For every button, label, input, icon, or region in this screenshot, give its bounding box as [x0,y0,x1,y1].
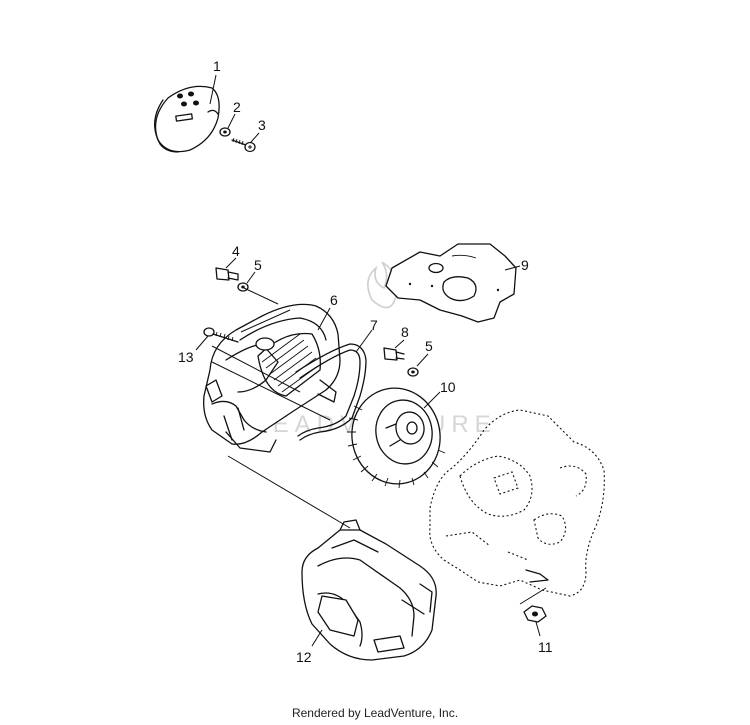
part-4-bolt [215,267,239,281]
callout-12: 12 [296,649,312,665]
part-7-tube [295,343,367,441]
callout-7: 7 [370,317,378,333]
part-6-fan-shroud [203,303,341,453]
engine-block-outline [429,409,605,597]
part-8-bolt [383,347,405,361]
callout-8: 8 [401,324,409,340]
part-3-screw [231,137,256,153]
callout-3: 3 [258,117,266,133]
callout-5-lower: 5 [425,338,433,354]
callout-10: 10 [440,379,456,395]
part-5-washer-lower [407,367,419,377]
part-13-screw [203,327,239,343]
part-9-gasket [385,243,517,323]
part-10-flywheel [347,387,446,489]
callout-labels: 1 2 3 4 5 6 7 8 5 9 10 11 12 13 [178,58,553,665]
part-1-cover-plate [154,85,220,153]
part-2-washer [219,127,231,137]
callout-9: 9 [521,257,529,273]
callout-4: 4 [232,243,240,259]
footer-credit: Rendered by LeadVenture, Inc. [291,706,459,720]
callout-2: 2 [233,99,241,115]
callout-1: 1 [213,58,221,74]
part-12-lower-housing [301,519,437,661]
part-11-nut [523,605,547,623]
callout-5-upper: 5 [254,257,262,273]
callout-11: 11 [538,639,553,655]
part-5-washer-upper [237,282,249,292]
callout-6: 6 [330,292,338,308]
leader-lines [195,74,547,647]
callout-13: 13 [178,349,194,365]
